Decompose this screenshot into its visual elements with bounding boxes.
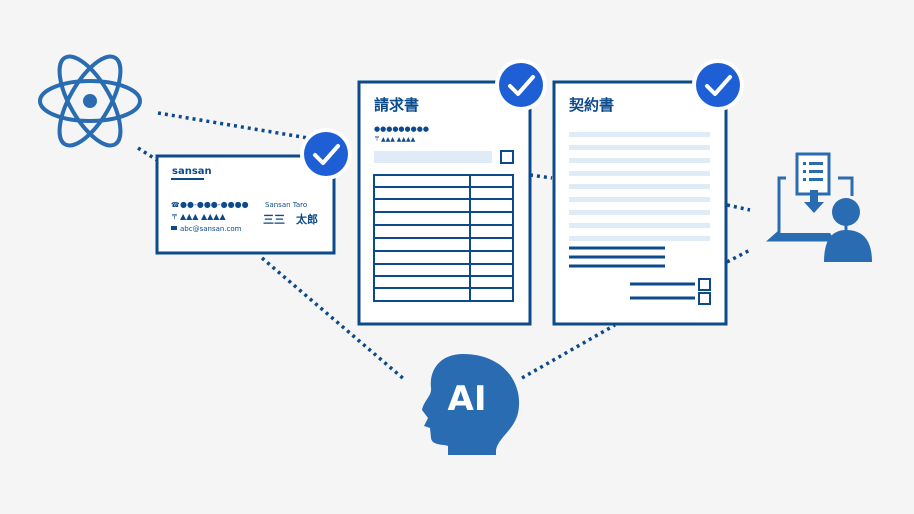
card-email: abc@sansan.com	[180, 225, 242, 233]
connector-card-ai	[260, 256, 407, 382]
invoice-dots: ●●●●●●●●●	[374, 125, 429, 133]
contract-bold-lines	[569, 246, 695, 300]
contract-title: 契約書	[568, 96, 614, 114]
checkmark-badge-icon	[300, 128, 352, 180]
contract-document: 契約書	[552, 80, 728, 326]
card-phone-icon: ☎	[171, 201, 180, 209]
invoice-input-bar	[374, 151, 492, 163]
connector-contract-person-b	[726, 248, 751, 264]
card-mail-icon	[171, 226, 177, 230]
card-name: 三三 太郎	[263, 212, 318, 226]
checkmark-badge-icon	[692, 59, 744, 111]
card-postal-mark: 〒	[171, 213, 178, 221]
connector-contract-person-a	[726, 203, 751, 212]
business-card: sansan ☎ ●●-●●●-●●●● 〒 ▲▲▲ ▲▲▲▲ abc@sans…	[155, 154, 336, 255]
card-brand: sansan	[172, 166, 212, 177]
checkmark-badge-icon	[495, 59, 547, 111]
card-address: ▲▲▲ ▲▲▲▲	[180, 212, 226, 221]
contract-text-lines	[569, 132, 710, 241]
invoice-postal-mark: 〒	[374, 136, 380, 143]
card-phone: ●●-●●●-●●●●	[180, 200, 249, 209]
person-laptop-download-icon	[766, 152, 872, 262]
invoice-checkbox	[500, 150, 514, 164]
card-romanized-name: Sansan Taro	[265, 201, 307, 209]
invoice-title: 請求書	[374, 96, 419, 114]
contract-checkbox-1	[698, 278, 711, 291]
connector-ai-contract	[521, 323, 616, 380]
ai-head-icon: AI	[422, 354, 520, 455]
contract-checkbox-2	[698, 292, 711, 305]
atom-icon	[38, 54, 142, 148]
connector-invoice-contract	[529, 173, 553, 180]
ai-label: AI	[448, 379, 487, 419]
invoice-document: 請求書 ●●●●●●●●● 〒 ▲▲▲ ▲▲▲▲	[357, 80, 532, 326]
invoice-address: ▲▲▲ ▲▲▲▲	[381, 136, 416, 143]
connector-atom-card-a	[157, 111, 309, 140]
invoice-table	[373, 174, 514, 302]
